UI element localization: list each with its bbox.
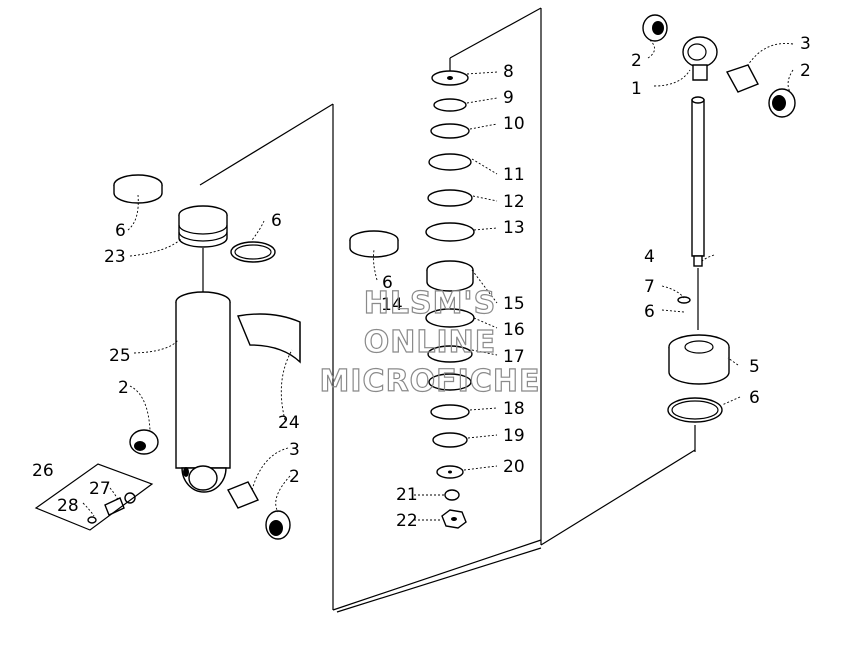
valve-core (104, 497, 125, 516)
callout-4: 4 (644, 247, 655, 267)
watermark: HLSM'S ONLINE MICROFICHE (319, 285, 541, 399)
callout-15: 15 (503, 294, 525, 314)
callout-9: 9 (503, 88, 514, 108)
sleeve-top (725, 64, 759, 93)
callout-12: 12 (503, 192, 525, 212)
washer-19 (432, 432, 468, 448)
washer-17 (427, 345, 473, 363)
callout-11: 11 (503, 165, 525, 185)
callout-7: 7 (644, 277, 655, 297)
callout-23: 23 (104, 247, 126, 267)
callout-19: 19 (503, 426, 525, 446)
watermark-line-1: HLSM'S (364, 286, 496, 321)
reservoir-sleeve-part (237, 313, 301, 364)
washer-13 (425, 222, 475, 242)
snap-ring-bottom (667, 397, 723, 423)
callout-27: 27 (89, 479, 111, 499)
washer-7 (677, 296, 691, 304)
callout-22: 22 (396, 511, 418, 531)
sleeve-bottom (227, 481, 259, 509)
callout-18: 18 (503, 399, 525, 419)
watermark-line-3: MICROFICHE (320, 364, 541, 399)
washer-18 (430, 404, 470, 420)
leader-lines (82, 39, 794, 521)
bushing-left (129, 429, 159, 455)
callout-2: 2 (289, 467, 300, 487)
callout-5: 5 (749, 357, 760, 377)
callout-2: 2 (631, 51, 642, 71)
callout-6: 6 (749, 388, 760, 408)
shaft-group (642, 14, 796, 452)
callout-13: 13 (503, 218, 525, 238)
callout-3: 3 (289, 440, 300, 460)
watermark-line-2: ONLINE (364, 325, 497, 360)
callout-26: 26 (32, 461, 54, 481)
callout-6: 6 (271, 211, 282, 231)
shim-stack-group (349, 58, 475, 529)
washer-12 (427, 189, 473, 207)
callout-3: 3 (800, 34, 811, 54)
panel-lines (199, 7, 696, 613)
piston-body (178, 215, 228, 248)
callout-10: 10 (503, 114, 525, 134)
washer-17b (428, 373, 472, 391)
callout-6: 6 (644, 302, 655, 322)
callout-17: 17 (503, 347, 525, 367)
callout-25: 25 (109, 346, 131, 366)
nut-21 (444, 489, 460, 501)
shock-body-group (34, 174, 301, 540)
callout-2: 2 (118, 378, 129, 398)
callout-28: 28 (57, 496, 79, 516)
callout-labels: 6 23 6 25 2 24 3 2 26 27 28 6 8 9 10 11 … (32, 34, 811, 531)
callout-6: 6 (382, 273, 393, 293)
callout-20: 20 (503, 457, 525, 477)
shaft-rod (691, 99, 705, 257)
callout-2: 2 (800, 61, 811, 81)
washer-9 (433, 98, 467, 112)
callout-21: 21 (396, 485, 418, 505)
shock-body-tube (175, 302, 231, 469)
washer-11 (428, 153, 472, 171)
callout-6: 6 (115, 221, 126, 241)
callout-16: 16 (503, 320, 525, 340)
callout-24: 24 (278, 413, 300, 433)
washer-10 (430, 123, 470, 139)
callout-14: 14 (381, 295, 403, 315)
callout-8: 8 (503, 62, 514, 82)
callout-1: 1 (631, 79, 642, 99)
